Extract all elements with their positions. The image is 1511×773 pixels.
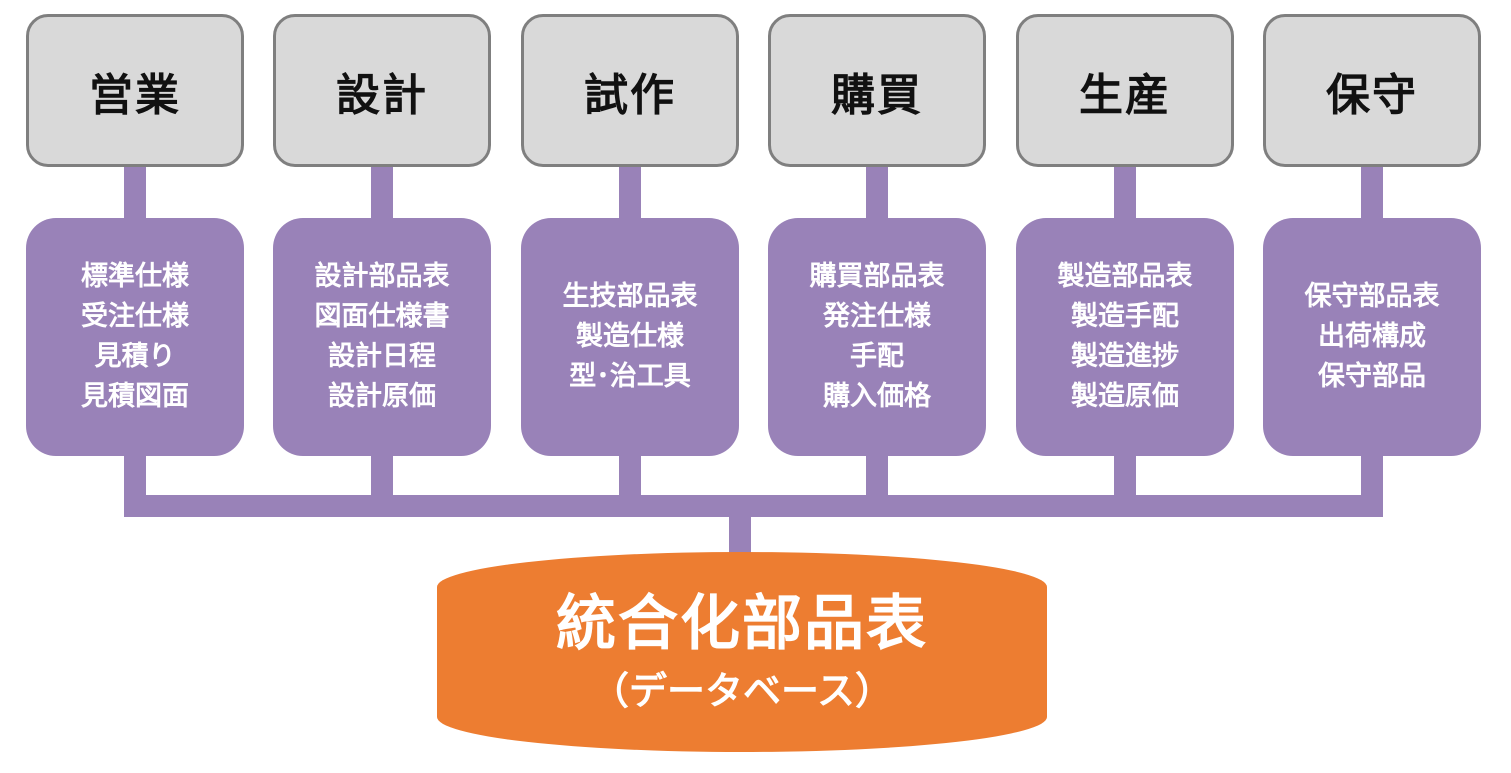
info-item: 保守部品表	[1304, 281, 1440, 312]
info-item: 見積り	[94, 341, 176, 372]
info-item: 製造仕様	[576, 321, 684, 352]
info-item: 発注仕様	[823, 301, 931, 332]
info-box-hoshu: 保守部品表 出荷構成 保守部品	[1263, 218, 1481, 456]
info-item: 製造手配	[1071, 301, 1179, 332]
info-item: 設計部品表	[314, 261, 450, 292]
info-item: 受注仕様	[81, 301, 189, 332]
info-item: 出荷構成	[1318, 321, 1426, 352]
info-box-kobai: 購買部品表 発注仕様 手配 購入価格	[768, 218, 986, 456]
info-box-eigyo: 標準仕様 受注仕様 見積り 見積図面	[26, 218, 244, 456]
info-item: 手配	[850, 341, 904, 372]
database-subtitle: （データベース）	[590, 669, 894, 713]
info-item: 型･治工具	[569, 361, 691, 392]
info-item: 設計日程	[328, 341, 436, 372]
database-title: 統合化部品表	[556, 589, 928, 659]
database-cylinder-body	[437, 552, 1047, 752]
department-box-sekkei: 設計	[273, 14, 491, 167]
department-box-shisaku: 試作	[521, 14, 739, 167]
info-item: 購入価格	[823, 381, 931, 412]
info-item: 製造原価	[1071, 381, 1179, 412]
info-item: 標準仕様	[81, 261, 189, 292]
info-item: 見積図面	[81, 381, 189, 412]
info-item: 購買部品表	[809, 261, 945, 292]
department-box-eigyo: 営業	[26, 14, 244, 167]
info-box-shisaku: 生技部品表 製造仕様 型･治工具	[521, 218, 739, 456]
department-box-hoshu: 保守	[1263, 14, 1481, 167]
info-box-seisan: 製造部品表 製造手配 製造進捗 製造原価	[1016, 218, 1234, 456]
info-item: 製造進捗	[1071, 341, 1179, 372]
info-item: 製造部品表	[1057, 261, 1193, 292]
info-item: 設計原価	[328, 381, 436, 412]
department-box-seisan: 生産	[1016, 14, 1234, 167]
info-box-sekkei: 設計部品表 図面仕様書 設計日程 設計原価	[273, 218, 491, 456]
info-item: 生技部品表	[562, 281, 698, 312]
info-item: 図面仕様書	[314, 301, 450, 332]
info-item: 保守部品	[1318, 361, 1426, 392]
department-box-kobai: 購買	[768, 14, 986, 167]
